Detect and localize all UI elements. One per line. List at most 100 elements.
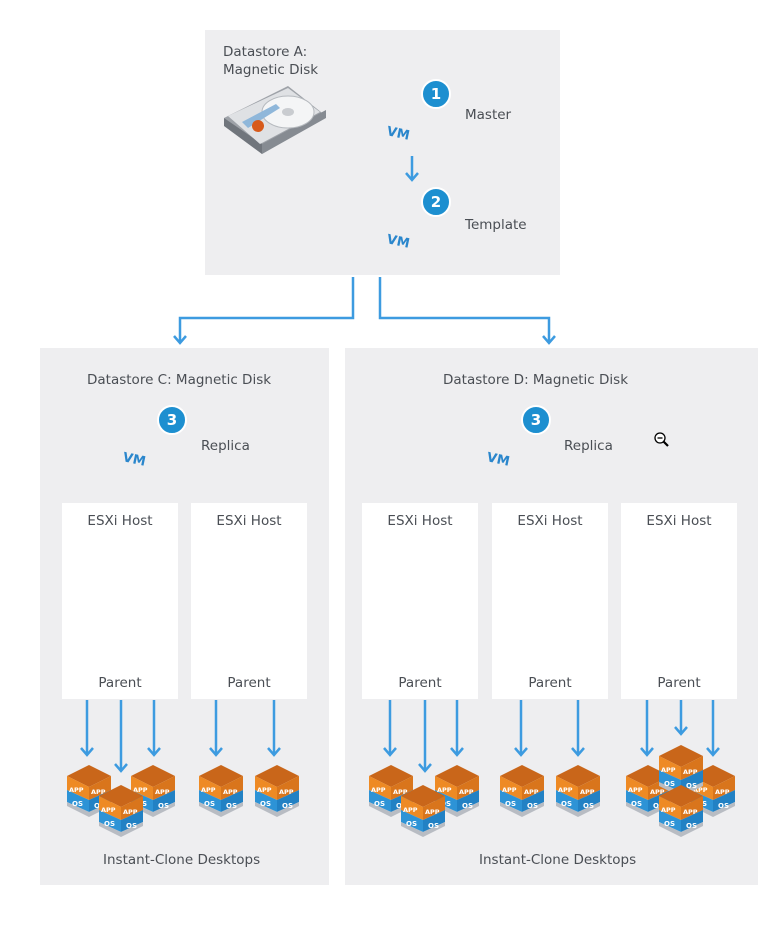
svg-text:APP: APP bbox=[661, 766, 676, 774]
svg-text:OS: OS bbox=[260, 800, 271, 808]
hard-disk-icon bbox=[224, 86, 326, 154]
datastore-a-title-line1: Datastore A: bbox=[223, 44, 308, 60]
datastore-d-title: Datastore D: Magnetic Disk bbox=[443, 372, 629, 388]
svg-text:APP: APP bbox=[502, 786, 517, 794]
esxi-host-d3: ESXi Host Parent bbox=[621, 503, 737, 699]
instant-clone-desktop-icon: APP APP OS OS bbox=[500, 765, 544, 817]
svg-text:APP: APP bbox=[91, 788, 106, 796]
replica-d-label: Replica bbox=[564, 438, 613, 454]
arrow-line bbox=[542, 335, 556, 345]
svg-text:APP: APP bbox=[279, 788, 294, 796]
svg-text:OS: OS bbox=[226, 802, 237, 810]
parent-label: Parent bbox=[528, 675, 572, 691]
svg-text:VM: VM bbox=[485, 450, 511, 469]
svg-text:APP: APP bbox=[425, 808, 440, 816]
svg-text:OS: OS bbox=[664, 820, 675, 828]
svg-text:APP: APP bbox=[437, 786, 452, 794]
step-badge-2: 2 bbox=[421, 187, 451, 217]
svg-text:APP: APP bbox=[133, 786, 148, 794]
esxi-host-c2: ESXi Host Parent bbox=[191, 503, 307, 699]
esxi-host-d1: ESXi Host Parent bbox=[362, 503, 478, 699]
svg-text:VM: VM bbox=[385, 124, 411, 143]
esxi-host-c1: ESXi Host Parent bbox=[62, 503, 178, 699]
svg-text:OS: OS bbox=[686, 782, 697, 790]
esxi-host-d2: ESXi Host Parent bbox=[492, 503, 608, 699]
arrow-line bbox=[378, 277, 551, 343]
instant-clone-desktop-icon: APP APP OS OS bbox=[659, 745, 703, 797]
svg-text:APP: APP bbox=[403, 806, 418, 814]
svg-text:VM: VM bbox=[385, 232, 411, 251]
svg-text:APP: APP bbox=[223, 788, 238, 796]
svg-text:APP: APP bbox=[69, 786, 84, 794]
svg-text:APP: APP bbox=[371, 786, 386, 794]
parent-label: Parent bbox=[98, 675, 142, 691]
svg-text:APP: APP bbox=[683, 808, 698, 816]
svg-text:OS: OS bbox=[282, 802, 293, 810]
instant-clone-desktop-icon: APP APP OS OS bbox=[255, 765, 299, 817]
instant-clone-desktop-icon: APP APP OS OS bbox=[199, 765, 243, 817]
parent-label: Parent bbox=[398, 675, 442, 691]
svg-text:APP: APP bbox=[580, 788, 595, 796]
svg-text:OS: OS bbox=[664, 780, 675, 788]
svg-text:OS: OS bbox=[428, 822, 439, 830]
svg-text:APP: APP bbox=[155, 788, 170, 796]
svg-text:OS: OS bbox=[653, 802, 664, 810]
svg-text:APP: APP bbox=[524, 788, 539, 796]
zoom-out-cursor-icon bbox=[654, 432, 669, 447]
svg-text:APP: APP bbox=[257, 786, 272, 794]
instant-clone-desktop-icon: APP APP OS OS bbox=[556, 765, 600, 817]
arrow-line bbox=[173, 335, 187, 345]
instant-clone-desktop-icon: APP APP OS OS bbox=[659, 785, 703, 837]
svg-text:OS: OS bbox=[527, 802, 538, 810]
svg-text:OS: OS bbox=[126, 822, 137, 830]
step-badge-1: 1 bbox=[421, 79, 451, 109]
svg-text:APP: APP bbox=[715, 788, 730, 796]
svg-text:OS: OS bbox=[462, 802, 473, 810]
svg-text:OS: OS bbox=[561, 800, 572, 808]
instant-clone-desktop-icon: APP APP OS OS bbox=[401, 785, 445, 837]
arrow-line bbox=[178, 277, 355, 343]
master-label: Master bbox=[465, 107, 512, 123]
parent-label: Parent bbox=[227, 675, 271, 691]
svg-text:APP: APP bbox=[558, 786, 573, 794]
svg-text:APP: APP bbox=[101, 806, 116, 814]
esxi-host-label: ESXi Host bbox=[87, 513, 153, 529]
parent-label: Parent bbox=[657, 675, 701, 691]
esxi-host-label: ESXi Host bbox=[387, 513, 453, 529]
svg-text:OS: OS bbox=[686, 822, 697, 830]
vm-cube-icon: VM bbox=[381, 86, 441, 156]
template-label: Template bbox=[465, 217, 527, 233]
svg-text:OS: OS bbox=[583, 802, 594, 810]
svg-text:APP: APP bbox=[393, 788, 408, 796]
svg-text:APP: APP bbox=[123, 808, 138, 816]
esxi-host-label: ESXi Host bbox=[216, 513, 282, 529]
svg-text:OS: OS bbox=[631, 800, 642, 808]
datastore-c-title: Datastore C: Magnetic Disk bbox=[87, 372, 272, 388]
esxi-host-label: ESXi Host bbox=[646, 513, 712, 529]
svg-text:OS: OS bbox=[204, 800, 215, 808]
svg-text:OS: OS bbox=[406, 820, 417, 828]
instant-clone-desktop-icon: APP APP OS OS bbox=[99, 785, 143, 837]
svg-text:APP: APP bbox=[201, 786, 216, 794]
master-vm: VM bbox=[376, 82, 446, 158]
svg-text:APP: APP bbox=[650, 788, 665, 796]
svg-text:APP: APP bbox=[693, 786, 708, 794]
svg-text:OS: OS bbox=[374, 800, 385, 808]
svg-text:OS: OS bbox=[505, 800, 516, 808]
svg-text:OS: OS bbox=[440, 800, 451, 808]
svg-text:APP: APP bbox=[459, 788, 474, 796]
datastore-c-footer: Instant-Clone Desktops bbox=[103, 852, 261, 868]
svg-text:OS: OS bbox=[104, 820, 115, 828]
svg-text:OS: OS bbox=[718, 802, 729, 810]
step-badge-3: 3 bbox=[157, 405, 187, 435]
svg-text:VM: VM bbox=[121, 450, 147, 469]
esxi-host-label: ESXi Host bbox=[517, 513, 583, 529]
svg-text:OS: OS bbox=[72, 800, 83, 808]
instant-clone-desktop-icon: APP APP OS OS bbox=[435, 765, 479, 817]
step-badge-3: 3 bbox=[521, 405, 551, 435]
svg-text:OS: OS bbox=[158, 802, 169, 810]
replica-c-label: Replica bbox=[201, 438, 250, 454]
svg-text:APP: APP bbox=[661, 806, 676, 814]
datastore-d-footer: Instant-Clone Desktops bbox=[479, 852, 637, 868]
datastore-a-title-line2: Magnetic Disk bbox=[223, 62, 319, 78]
